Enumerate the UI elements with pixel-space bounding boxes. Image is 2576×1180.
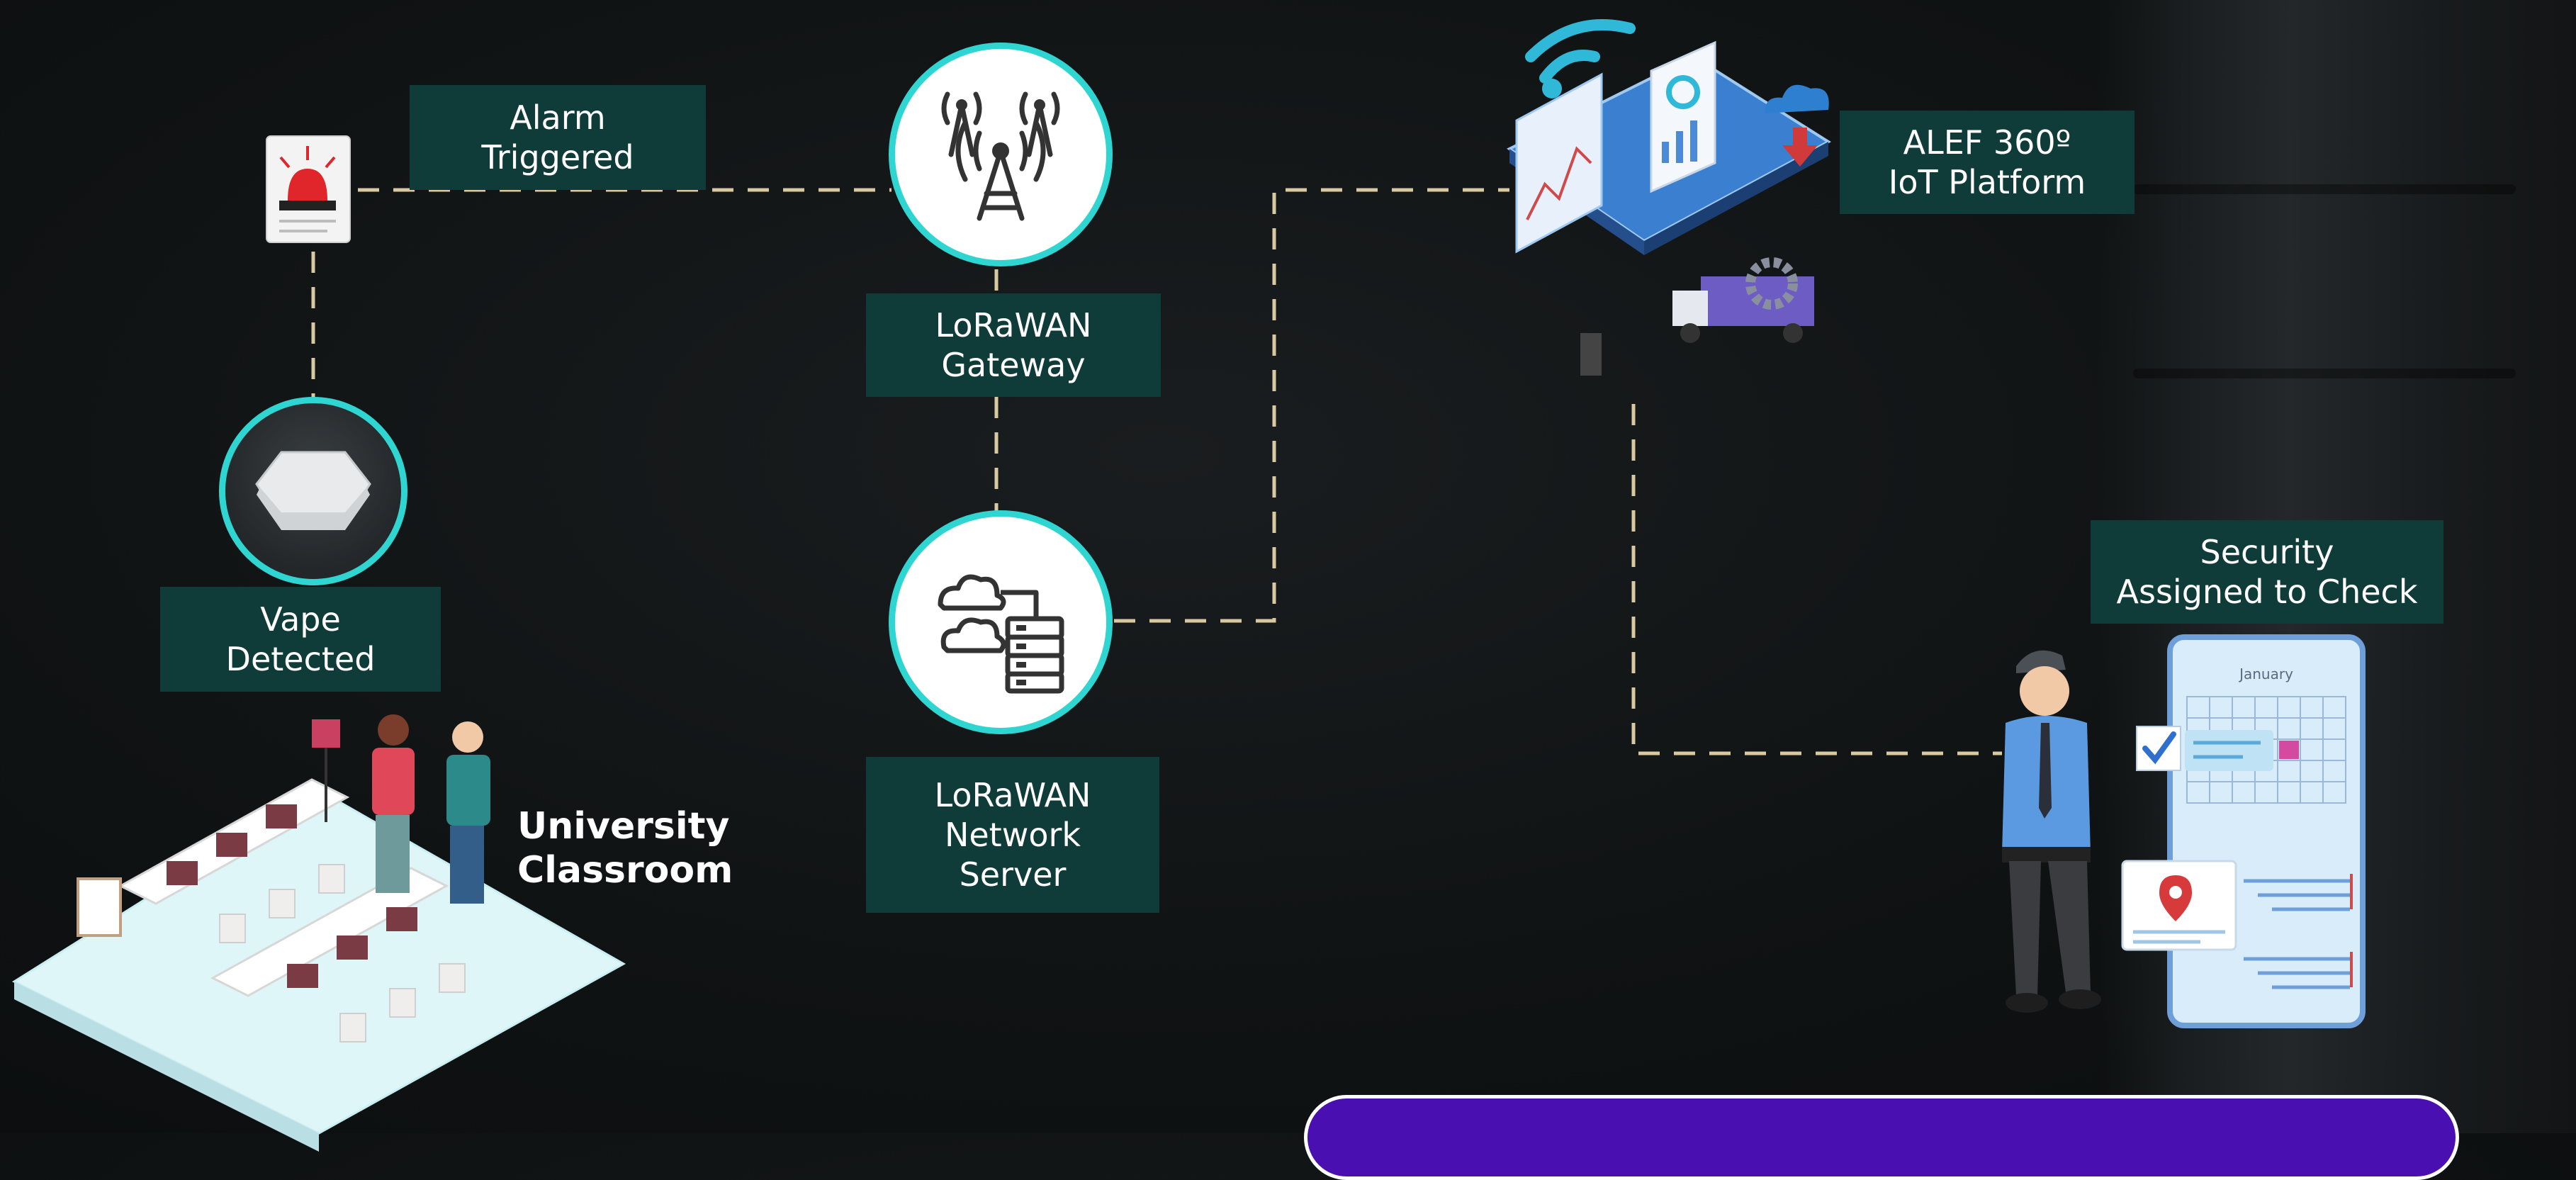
gateway-label: LoRaWAN Gateway — [866, 293, 1161, 397]
vape-sensor-icon — [255, 451, 371, 530]
vape-sensor-circle — [219, 397, 407, 585]
background-ridge — [2133, 184, 2516, 194]
university-classroom-label: University Classroom — [517, 805, 733, 892]
calendar-month: January — [2239, 665, 2293, 682]
background-ridge — [2133, 369, 2516, 378]
classroom-illustration — [11, 714, 626, 1152]
security-guard-illustration — [2002, 650, 2101, 1013]
radio-tower-icon — [941, 91, 1060, 221]
bottom-banner — [1304, 1095, 2459, 1180]
alarm-siren-icon — [266, 135, 351, 243]
security-assigned-label: Security Assigned to Check — [2091, 520, 2443, 624]
task-list-lines — [2244, 874, 2353, 989]
checkmark-card-icon — [2136, 726, 2273, 771]
alarm-triggered-label: Alarm Triggered — [410, 85, 706, 190]
iot-platform-illustration — [1507, 19, 1831, 376]
network-server-circle — [889, 510, 1113, 734]
network-server-label: LoRaWAN Network Server — [866, 757, 1159, 913]
smartphone-calendar-illustration: January — [2167, 634, 2366, 1028]
cloud-server-icon — [938, 574, 1064, 694]
vape-detected-label: Vape Detected — [160, 587, 441, 692]
connector-lines — [311, 188, 2002, 755]
location-card-icon — [2121, 860, 2237, 951]
iot-platform-label: ALEF 360º IoT Platform — [1840, 111, 2135, 214]
gateway-circle — [889, 43, 1113, 266]
